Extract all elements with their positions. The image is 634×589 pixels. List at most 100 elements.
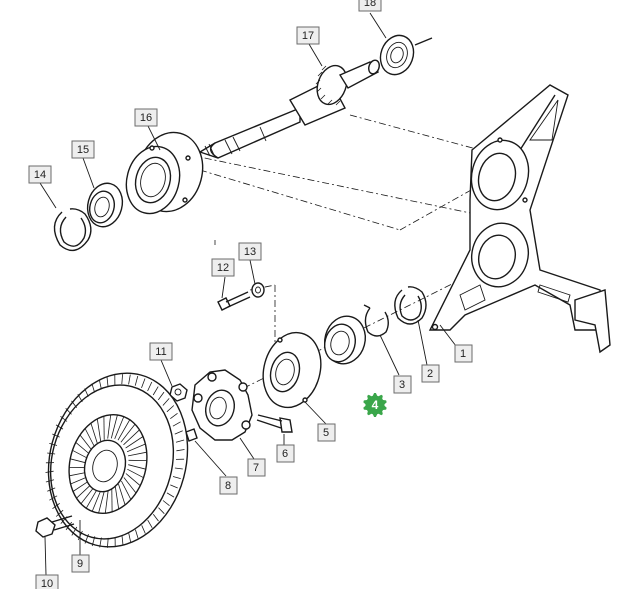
gear-tooth: [128, 533, 132, 543]
callout-6[interactable]: 6: [276, 444, 295, 463]
callout-5[interactable]: 5: [317, 423, 336, 442]
gear-rib: [96, 418, 102, 442]
gear-tooth: [172, 476, 181, 479]
part-17-shaft-gear[interactable]: [198, 59, 381, 159]
callout-16[interactable]: 16: [134, 108, 158, 127]
callout-7[interactable]: 7: [247, 458, 266, 477]
gear-rib: [123, 429, 140, 446]
gear-tooth: [176, 449, 185, 452]
gear-tooth: [162, 500, 170, 507]
part-12-bolt[interactable]: [217, 291, 251, 311]
callout-11[interactable]: 11: [149, 342, 173, 361]
part-10-bolt[interactable]: [35, 515, 75, 538]
callout-13[interactable]: 13: [238, 242, 262, 261]
part-5-flange[interactable]: [255, 326, 329, 414]
gear-tooth: [55, 509, 64, 517]
gear-tooth: [152, 513, 159, 522]
gear-tooth: [170, 484, 178, 489]
callout-12[interactable]: 12: [211, 258, 235, 277]
gear-rib: [91, 488, 102, 512]
gear-tooth: [52, 433, 60, 438]
callout-2[interactable]: 2: [421, 364, 440, 383]
callout-10[interactable]: 10: [35, 574, 59, 589]
part-4-bearing[interactable]: [319, 312, 370, 369]
svg-text:6: 6: [282, 448, 288, 460]
callout-18[interactable]: 18: [358, 0, 382, 12]
gear-tooth: [121, 374, 123, 385]
gear-tooth: [134, 375, 139, 386]
gear-rib: [98, 489, 106, 514]
gear-rib: [120, 423, 136, 443]
gear-tooth: [157, 391, 165, 401]
gear-tooth: [174, 467, 183, 470]
gear-tooth: [65, 408, 72, 415]
svg-text:1: 1: [460, 348, 466, 360]
part-18-bearing[interactable]: [375, 31, 433, 80]
svg-text:17: 17: [302, 30, 314, 42]
part-1-bracket[interactable]: [428, 84, 611, 354]
callout-14[interactable]: 14: [28, 165, 52, 184]
callout-9[interactable]: 9: [71, 554, 90, 573]
gear-rib: [104, 489, 109, 514]
gear-tooth: [71, 526, 78, 536]
gear-tooth: [47, 487, 56, 492]
part-6-bolt[interactable]: [256, 414, 293, 433]
gear-rib: [84, 428, 95, 448]
svg-text:14: 14: [34, 169, 46, 181]
callout-1[interactable]: 1: [454, 344, 473, 363]
gear-tooth: [174, 430, 183, 435]
gear-rib: [118, 483, 126, 506]
part-8-pin[interactable]: [185, 428, 198, 442]
part-16-flange-housing[interactable]: [119, 125, 211, 219]
gear-tooth: [106, 376, 109, 387]
svg-text:9: 9: [77, 558, 83, 570]
svg-text:4: 4: [372, 398, 379, 412]
gear-tooth: [77, 393, 83, 403]
part-13-washer[interactable]: [251, 282, 265, 298]
gear-rib: [126, 443, 146, 453]
part-15-bearing[interactable]: [83, 179, 127, 230]
part-14-snap-ring[interactable]: [53, 208, 92, 252]
callout-3[interactable]: 3: [393, 375, 412, 394]
part-3-snap-ring[interactable]: [363, 304, 389, 337]
gear-rib: [125, 436, 144, 449]
gear-tooth: [172, 421, 181, 427]
part-2-snap-ring[interactable]: [394, 286, 427, 325]
callout-15[interactable]: 15: [71, 140, 95, 159]
svg-text:18: 18: [364, 0, 376, 9]
part-7-hub[interactable]: [191, 369, 253, 441]
gear-tooth: [166, 492, 175, 498]
callout-8[interactable]: 8: [219, 476, 238, 495]
gear-tooth: [128, 374, 131, 385]
gear-rib: [127, 468, 144, 479]
gear-tooth: [170, 412, 178, 420]
gear-rib: [85, 487, 99, 509]
svg-text:10: 10: [41, 578, 53, 589]
gear-rib: [125, 473, 141, 487]
callout-4-highlighted[interactable]: 4: [363, 393, 387, 417]
svg-text:8: 8: [225, 480, 231, 492]
gear-rib: [90, 422, 98, 445]
gear-tooth: [49, 495, 58, 501]
gear-tooth: [98, 379, 102, 389]
gear-tooth: [99, 537, 102, 548]
gear-tooth: [52, 502, 60, 510]
gear-tooth: [147, 381, 153, 392]
gear-tooth: [84, 533, 89, 544]
part-9-bevel-gear[interactable]: [30, 357, 207, 562]
gear-rib: [79, 434, 93, 451]
gear-rib: [75, 441, 91, 455]
gear-tooth: [121, 535, 124, 546]
gear-tooth: [175, 439, 185, 443]
gear-tooth: [141, 378, 146, 389]
gear-tooth: [71, 400, 78, 409]
svg-text:2: 2: [427, 368, 433, 380]
gear-tooth: [135, 529, 139, 539]
svg-text:13: 13: [244, 246, 256, 258]
svg-text:7: 7: [253, 462, 259, 474]
gear-tooth: [49, 443, 58, 446]
callout-17[interactable]: 17: [296, 26, 320, 45]
svg-text:5: 5: [323, 427, 329, 439]
